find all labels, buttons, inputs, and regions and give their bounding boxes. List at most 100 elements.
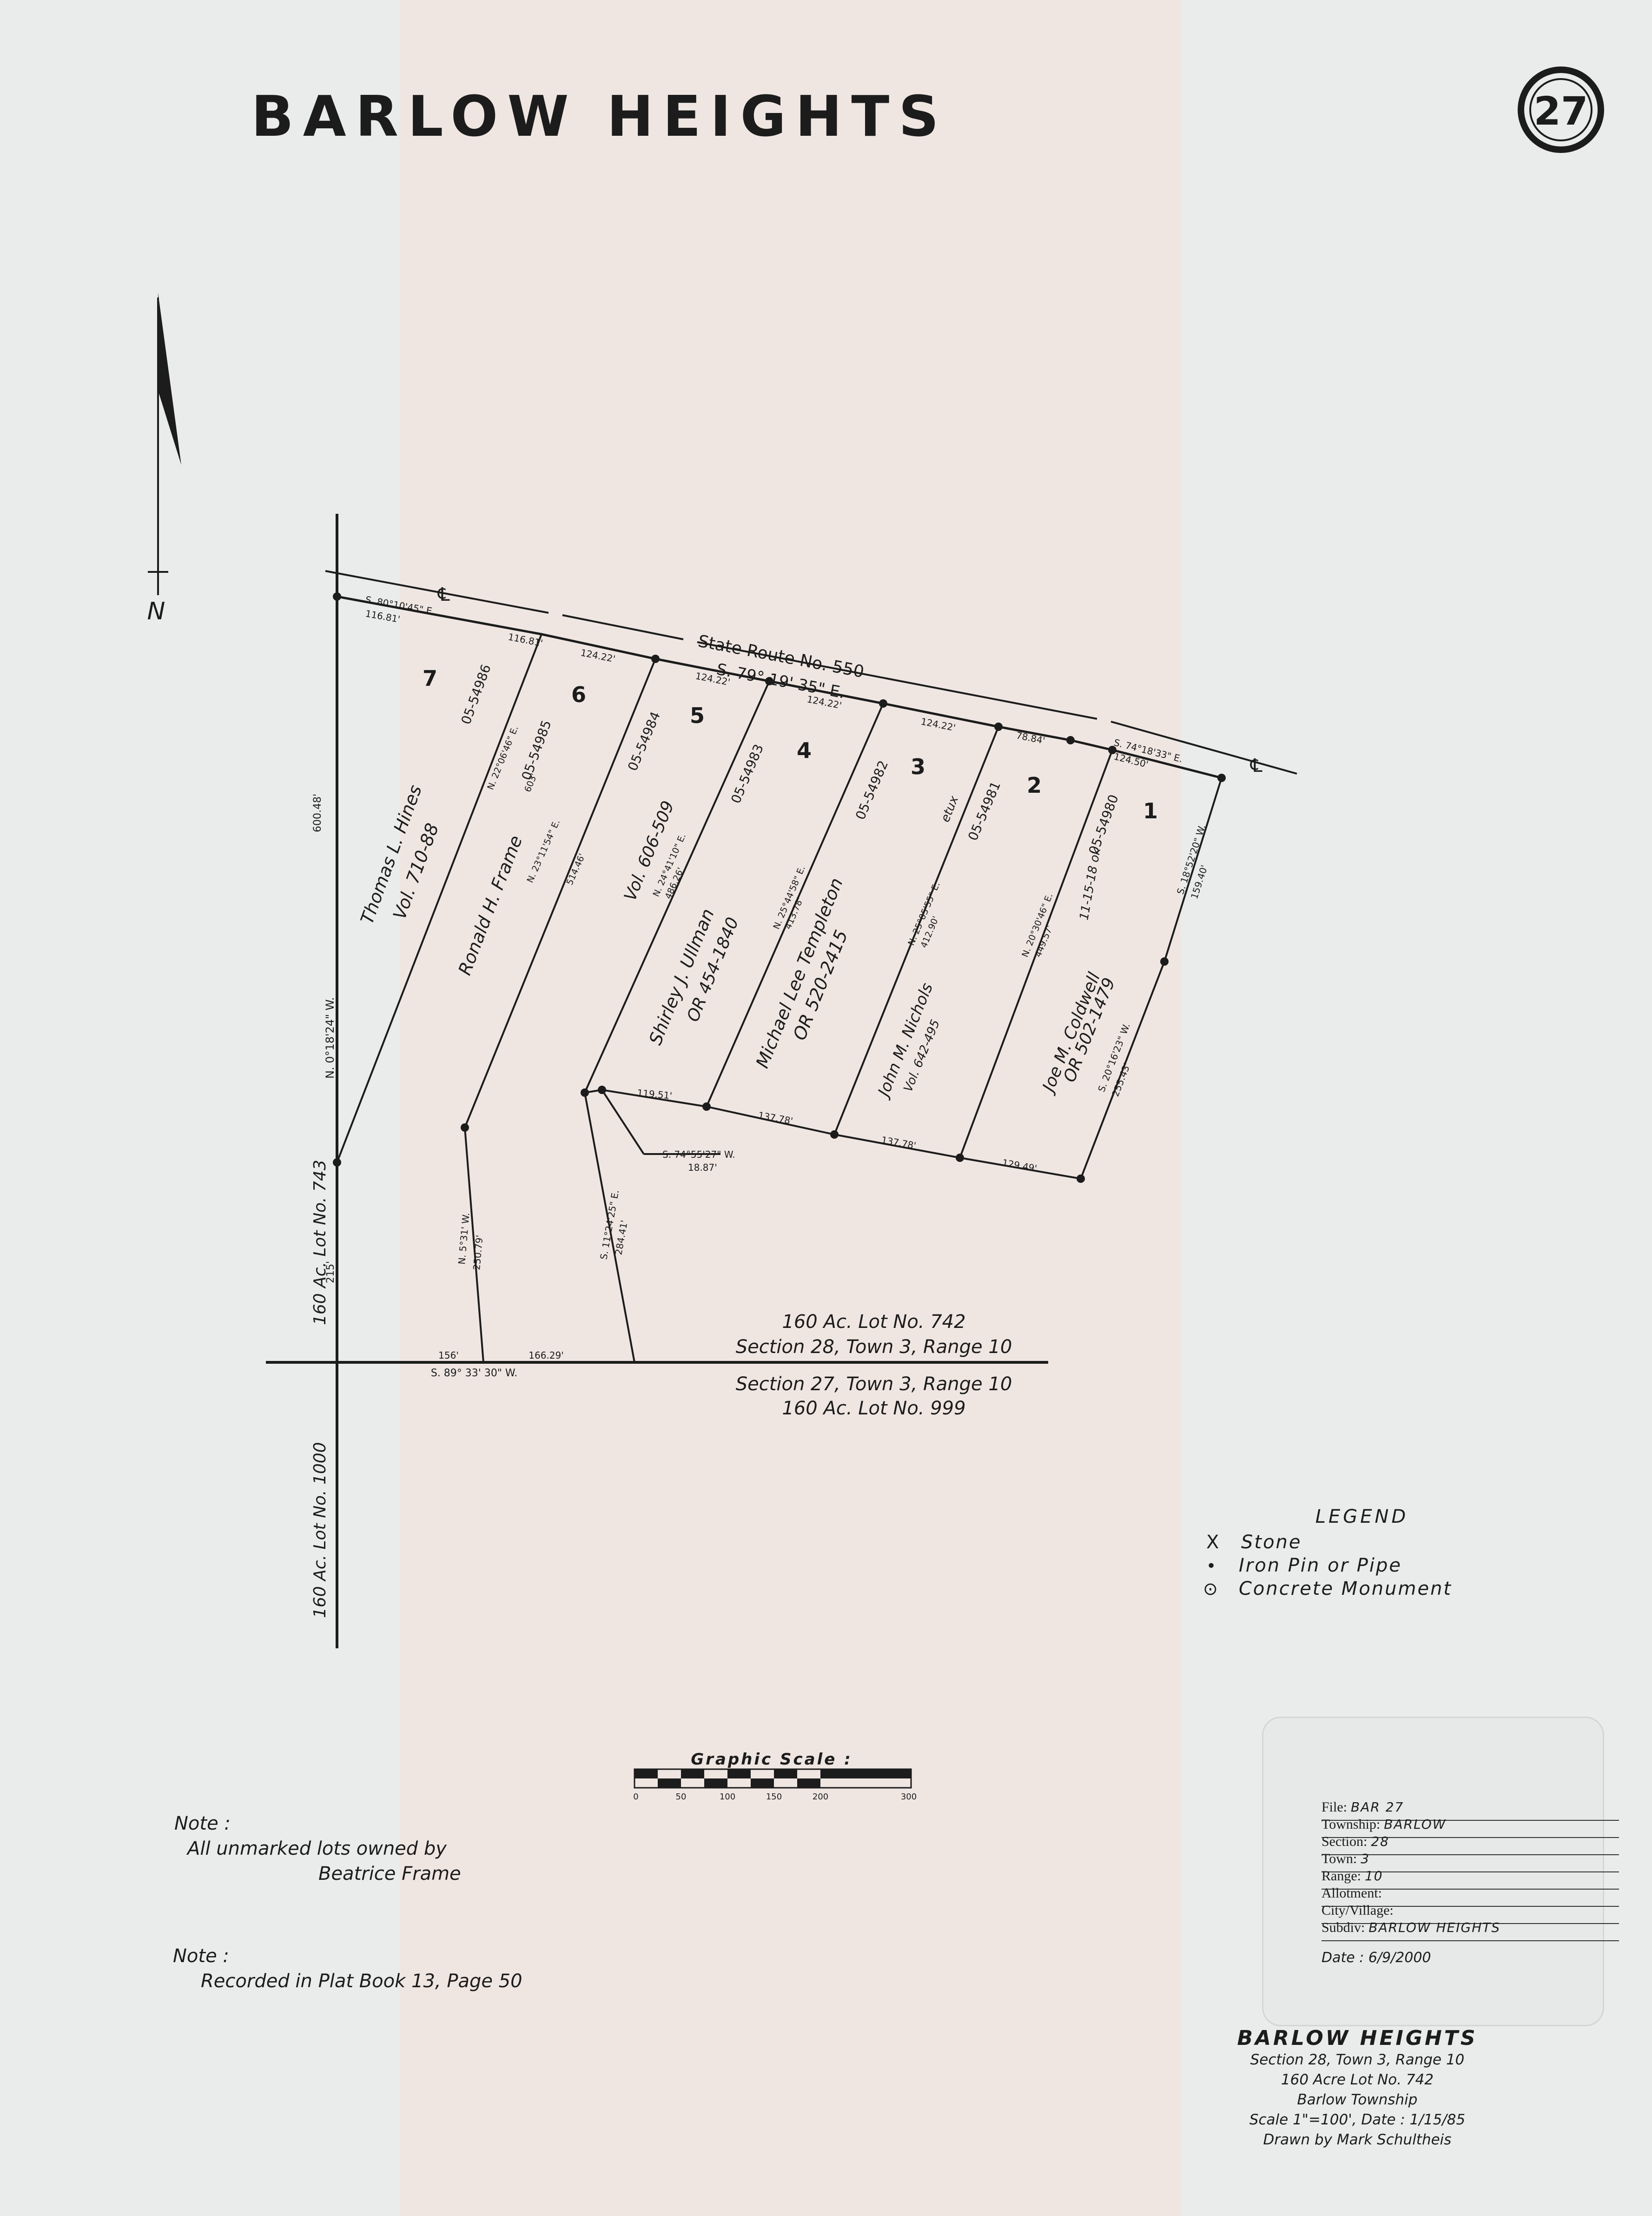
scale-tick: 0 (633, 1792, 638, 1802)
west-bearing: N. 0°18'24" W. (324, 997, 337, 1079)
field-value: BAR 27 (1351, 1799, 1404, 1815)
legend-label: Stone (1241, 1532, 1302, 1553)
south-bearing: S. 89° 33' 30" W. (431, 1367, 517, 1379)
city-village-field: City/Village: (1322, 1903, 1619, 1924)
iron-pin-icons (333, 592, 1226, 1183)
lot-owner: Ronald H. Frame (454, 833, 526, 978)
subdiv-field: Subdiv:BARLOW HEIGHTS (1322, 1920, 1619, 1941)
south-distance-middle: 166.29' (529, 1350, 563, 1361)
lower-line-distance: 284.41' (613, 1219, 630, 1256)
parcel-number: 05-54982 (852, 758, 891, 822)
stone-icon: X (1206, 1532, 1219, 1553)
adjacent-west-lower: 160 Ac. Lot No. 1000 (311, 1442, 330, 1618)
note-plat-book: Note : Recorded in Plat Book 13, Page 50 (173, 1944, 522, 1994)
field-label: Range: (1322, 1868, 1361, 1884)
legend-label: Iron Pin or Pipe (1239, 1555, 1402, 1576)
frontage-dim: 78.84' (1015, 730, 1046, 746)
iron-pin-icon: • (1206, 1557, 1216, 1576)
legend-title: LEGEND (1315, 1506, 1409, 1527)
note-line: Beatrice Frame (318, 1863, 461, 1884)
allotment-field: Allotment: (1322, 1885, 1619, 1907)
concrete-monument-icon: ⊙ (1203, 1579, 1218, 1599)
legend-label: Concrete Monument (1239, 1578, 1452, 1599)
lot-number: 4 (797, 738, 812, 763)
centerline-mark-east: ℄ (1250, 755, 1262, 776)
map-title: BARLOW HEIGHTS (251, 85, 948, 149)
lower-line-bearing: N. 5°31' W. (456, 1212, 472, 1265)
rear-dim: 119.51' (637, 1087, 673, 1101)
lot-number: 7 (423, 666, 437, 691)
field-value: BARLOW HEIGHTS (1368, 1920, 1501, 1935)
lot-number: 2 (1027, 773, 1042, 798)
field-label: Town: (1322, 1851, 1357, 1866)
field-label: Township: (1322, 1817, 1381, 1832)
field-value: 10 (1364, 1868, 1383, 1884)
title-block: BARLOW HEIGHTS Section 28, Town 3, Range… (1195, 2026, 1520, 2150)
graphic-scale-title: Graphic Scale : (691, 1750, 852, 1769)
front-distance-west: 116.81' (364, 608, 401, 625)
scale-tick: 50 (676, 1792, 687, 1802)
parcel-number: 05-54983 (728, 742, 767, 806)
sheet-number-badge: 27 (1518, 66, 1604, 153)
side-bearing: N. 23°11'54" E. (525, 818, 562, 884)
adjacent-north-section: Section 28, Town 3, Range 10 (736, 1336, 1012, 1358)
scale-tick: 300 (901, 1792, 917, 1802)
title-block-line: 160 Acre Lot No. 742 (1281, 2071, 1434, 2088)
field-value: 3 (1361, 1851, 1370, 1866)
paper-band (400, 0, 1181, 2216)
note-line: Recorded in Plat Book 13, Page 50 (201, 1971, 522, 1992)
north-arrow-icon: N (147, 293, 181, 625)
field-label: Subdiv: (1322, 1920, 1365, 1935)
adjacent-south-lot: 160 Ac. Lot No. 999 (782, 1398, 965, 1419)
west-distance-upper: 600.48' (312, 794, 324, 832)
adjacent-north-lot: 160 Ac. Lot No. 742 (782, 1311, 965, 1333)
field-label: Section: (1322, 1834, 1368, 1849)
centerline-mark-west: ℄ (437, 584, 450, 605)
legend: LEGEND X Stone • Iron Pin or Pipe ⊙ Conc… (1203, 1506, 1452, 1599)
field-value: BARLOW (1384, 1817, 1447, 1832)
lot-number: 5 (690, 703, 705, 728)
rear-dim: 129.49' (1001, 1157, 1038, 1174)
parcel-number: 05-54986 (458, 662, 494, 726)
title-block-line: Barlow Township (1297, 2091, 1418, 2108)
west-distance-lower: 215' (325, 1261, 337, 1283)
file-card-date: Date : 6/9/2000 (1322, 1950, 1431, 1966)
scale-tick: 150 (766, 1792, 782, 1802)
file-field: File:BAR 27 (1322, 1799, 1619, 1821)
township-field: Township:BARLOW (1322, 1817, 1619, 1838)
field-label: File: (1322, 1799, 1348, 1815)
lot-owner-suffix: etux (938, 794, 962, 824)
handwritten-annotation: 11-15-18 ok (1077, 846, 1104, 921)
scale-tick: 200 (813, 1792, 828, 1802)
field-label: Allotment: (1322, 1885, 1382, 1901)
title-block-name: BARLOW HEIGHTS (1237, 2026, 1478, 2050)
lot-number: 6 (571, 682, 586, 707)
section-field: Section:28 (1322, 1834, 1619, 1855)
title-block-line: Drawn by Mark Schultheis (1263, 2131, 1452, 2148)
adjacent-west-upper: 160 Ac. Lot No. 743 (311, 1160, 330, 1325)
scale-tick: 100 (720, 1792, 735, 1802)
title-block-line: Section 28, Town 3, Range 10 (1250, 2051, 1465, 2068)
rear-dim: 137.78' (757, 1109, 794, 1127)
field-label: City/Village: (1322, 1903, 1394, 1918)
lot-number: 3 (911, 754, 925, 779)
south-distance-west: 156' (438, 1350, 459, 1361)
title-block-line: Scale 1"=100', Date : 1/15/85 (1249, 2111, 1466, 2128)
graphic-scale: Graphic Scale : 0 50 100 150 200 300 (633, 1750, 917, 1802)
field-value: 28 (1371, 1834, 1389, 1849)
frontage-dim: 124.22' (920, 716, 957, 733)
note-heading: Note : (174, 1813, 231, 1834)
note-unmarked-lots: Note : All unmarked lots owned by Beatri… (174, 1811, 461, 1886)
parcel-number: 05-54981 (965, 779, 1004, 843)
rear-dim: 137.78' (880, 1134, 917, 1151)
adjacent-south-section: Section 27, Town 3, Range 10 (736, 1373, 1012, 1395)
note-line: All unmarked lots owned by (187, 1838, 447, 1859)
small-line-distance: 18.87' (688, 1162, 717, 1173)
parcel-number: 05-54985 (519, 718, 555, 782)
north-label: N (147, 597, 165, 625)
side-distance: 514.46' (564, 852, 587, 887)
sheet-number: 27 (1534, 88, 1588, 134)
note-heading: Note : (173, 1945, 229, 1967)
town-field: Town: 3 (1322, 1851, 1619, 1872)
